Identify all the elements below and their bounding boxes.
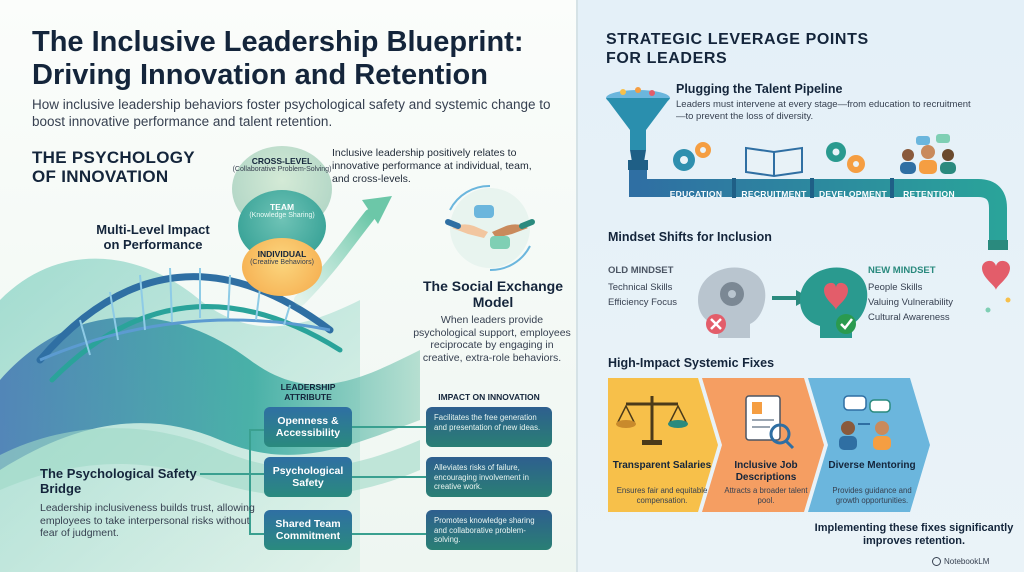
positive-relation-note: Inclusive leadership positively relates …	[332, 147, 532, 185]
new-mindset-item: People Skills	[868, 282, 923, 293]
chevron-job-descriptions	[702, 378, 824, 512]
left-panel: The Inclusive Leadership Blueprint: Driv…	[0, 0, 578, 572]
subtitle: How inclusive leadership behaviors foste…	[32, 97, 551, 129]
pipeline-illustration	[606, 87, 1011, 512]
heart-icon	[982, 260, 1010, 290]
impact-openness: Facilitates the free generation and pres…	[426, 407, 552, 447]
social-exchange-desc: When leaders provide psychological suppo…	[413, 314, 571, 364]
impact-header: IMPACT ON INNOVATION	[438, 392, 540, 402]
chevron-salaries	[608, 378, 718, 512]
people-icon	[900, 134, 956, 174]
gears-icon	[826, 142, 865, 173]
scale-icon	[616, 396, 688, 445]
individual-label: INDIVIDUAL (Creative Behaviors)	[250, 249, 314, 266]
cross-level-label: CROSS-LEVEL (Collaborative Problem-Solvi…	[232, 156, 332, 173]
attribute-safety: Psychological Safety	[264, 457, 352, 497]
social-exchange-title: The Social Exchange Model	[422, 278, 564, 310]
mentoring-icon	[839, 395, 891, 450]
fix-desc-salaries: Ensures fair and equitable compensation.	[616, 486, 708, 505]
impact-commitment: Promotes knowledge sharing and collabora…	[426, 510, 552, 550]
strategic-title: STRATEGIC LEVERAGE POINTS FOR LEADERS	[606, 31, 869, 67]
chevron-mentoring	[808, 378, 930, 512]
bridge-title: The Psychological Safety Bridge	[40, 466, 197, 496]
fix-name-salaries: Transparent Salaries	[612, 460, 712, 471]
panel-divider	[576, 0, 579, 572]
stage-education: EDUCATION	[669, 189, 723, 199]
attribute-commitment: Shared Team Commitment	[264, 510, 352, 550]
new-mindset-item: Cultural Awareness	[868, 312, 950, 323]
book-icon	[745, 146, 803, 178]
old-mindset-item: Efficiency Focus	[608, 297, 677, 308]
stage-recruitment: RECRUITMENT	[741, 189, 807, 199]
funnel-icon	[606, 87, 670, 162]
individual-circle	[242, 238, 322, 296]
level-venn: CROSS-LEVEL (Collaborative Problem-Solvi…	[232, 146, 332, 296]
multi-level-label: Multi-Level Impact on Performance	[96, 222, 210, 252]
impact-safety: Alleviates risks of failure, encouraging…	[426, 457, 552, 497]
document-search-icon	[745, 395, 795, 450]
old-mindset-head-icon	[698, 267, 766, 338]
right-panel: STRATEGIC LEVERAGE POINTS FOR LEADERS Pl…	[578, 0, 1024, 572]
pipeline-desc: Leaders must intervene at every stage—fr…	[676, 99, 971, 122]
fix-name-mentoring: Diverse Mentoring	[828, 460, 916, 471]
leadership-attribute-header: LEADERSHIP ATTRIBUTE	[280, 382, 336, 402]
title-line-1: The Inclusive Leadership Blueprint:	[32, 26, 524, 58]
main-title: The Inclusive Leadership Blueprint: Driv…	[32, 26, 572, 92]
mindset-title: Mindset Shifts for Inclusion	[608, 230, 772, 244]
old-mindset-item: Technical Skills	[608, 282, 673, 293]
fixes-title: High-Impact Systemic Fixes	[608, 356, 775, 370]
fix-name-job-descriptions: Inclusive Job Descriptions	[734, 460, 798, 483]
fixes-footer: Implementing these fixes significantly i…	[814, 522, 1014, 547]
attribute-openness: Openness & Accessibility	[264, 407, 352, 447]
brand-mark: NotebookLM	[932, 557, 1022, 566]
old-mindset-header: OLD MINDSET	[608, 265, 674, 276]
pipeline-title: Plugging the Talent Pipeline	[676, 82, 843, 96]
title-line-2: Driving Innovation and Retention	[32, 59, 488, 91]
team-label: TEAM (Knowledge Sharing)	[249, 202, 315, 219]
bridge-desc: Leadership inclusiveness builds trust, a…	[40, 502, 255, 539]
psychology-title: THE PSYCHOLOGY OF INNOVATION	[32, 148, 195, 186]
notebooklm-logo-icon	[932, 557, 941, 566]
new-mindset-item: Valuing Vulnerability	[868, 297, 954, 308]
stage-retention: RETENTION	[903, 189, 955, 199]
new-mindset-header: NEW MINDSET	[868, 265, 936, 276]
fix-desc-mentoring: Provides guidance and growth opportuniti…	[832, 486, 912, 505]
fix-desc-job-descriptions: Attracts a broader talent pool.	[724, 486, 808, 505]
stage-development: DEVELOPMENT	[818, 189, 887, 199]
gear-icon	[673, 142, 711, 171]
new-mindset-head-icon	[800, 267, 868, 338]
